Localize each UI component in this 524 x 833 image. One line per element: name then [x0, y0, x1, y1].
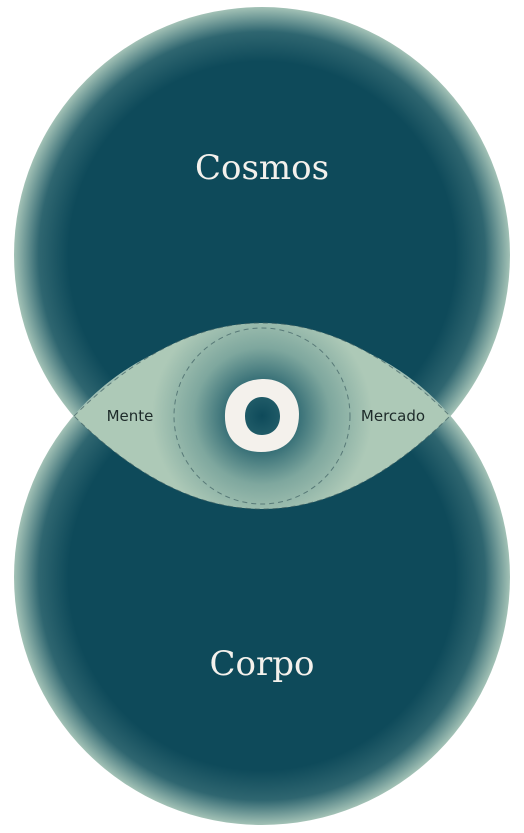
overlap-lens	[74, 323, 450, 509]
inner-dashed-circle	[173, 327, 351, 505]
corpo-label: Corpo	[210, 644, 315, 684]
mente-label: Mente	[107, 407, 154, 425]
mercado-label: Mercado	[361, 407, 425, 425]
lens-dashed-outline	[73, 322, 451, 510]
cosmos-label: Cosmos	[195, 148, 329, 188]
ring-icon	[224, 378, 299, 452]
